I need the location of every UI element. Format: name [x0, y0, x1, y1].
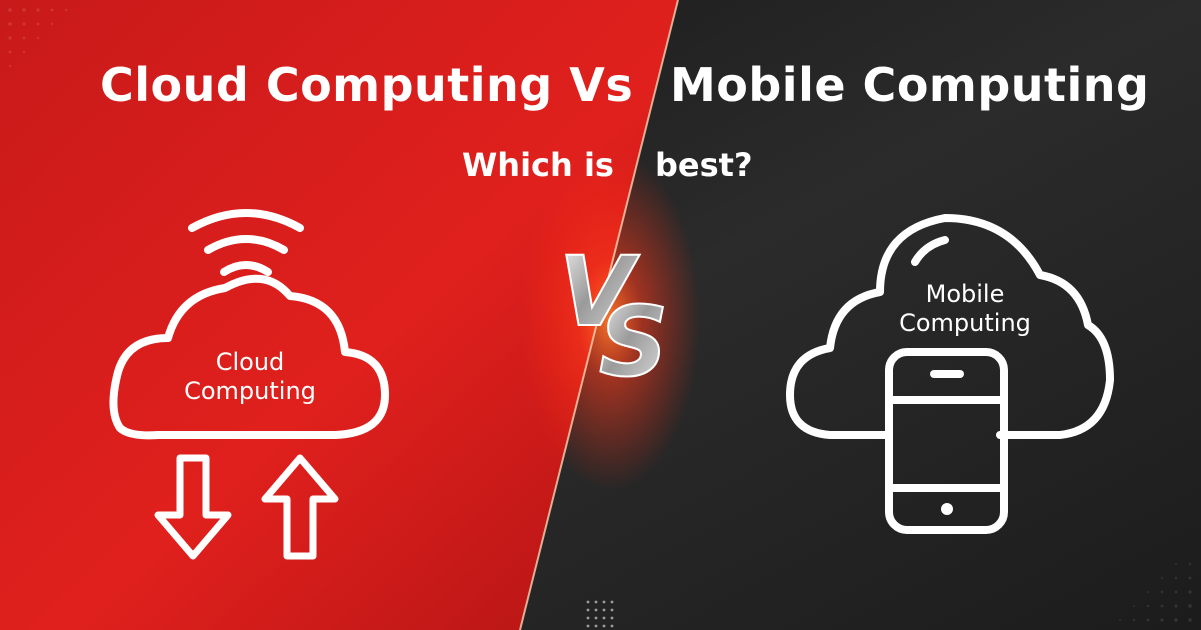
vs-emblem-icon: V S: [558, 235, 669, 395]
mobile-label-line2: Computing: [899, 309, 1031, 337]
vs-letter-v: V: [559, 236, 640, 348]
dot-pattern-bottom-right: [1119, 562, 1192, 622]
dot-pattern-top-left: [8, 8, 68, 68]
mobile-computing-label: Mobile Computing: [880, 280, 1050, 338]
dot-grid-bottom: [586, 600, 614, 628]
cloud-wifi-icon: [109, 209, 389, 440]
divider-glow: [520, 150, 700, 490]
title-left: Cloud Computing Vs: [100, 58, 634, 112]
subtitle-left: Which is: [462, 146, 614, 184]
arrow-down-icon: [154, 454, 232, 560]
phone-home-button: [941, 503, 953, 515]
divider-line: [519, 0, 679, 630]
subtitle-right: best?: [655, 146, 753, 184]
cloud-label-line1: Cloud: [215, 348, 285, 376]
cloud-phone-icon: [786, 214, 1114, 534]
red-panel: [0, 0, 678, 630]
title-right: Mobile Computing: [670, 58, 1150, 112]
arrow-up-icon: [261, 454, 339, 560]
mobile-label-line1: Mobile: [925, 280, 1005, 308]
cloud-label-line2: Computing: [184, 377, 316, 405]
vs-letter-s: S: [599, 286, 668, 395]
cloud-computing-label: Cloud Computing: [170, 348, 330, 406]
